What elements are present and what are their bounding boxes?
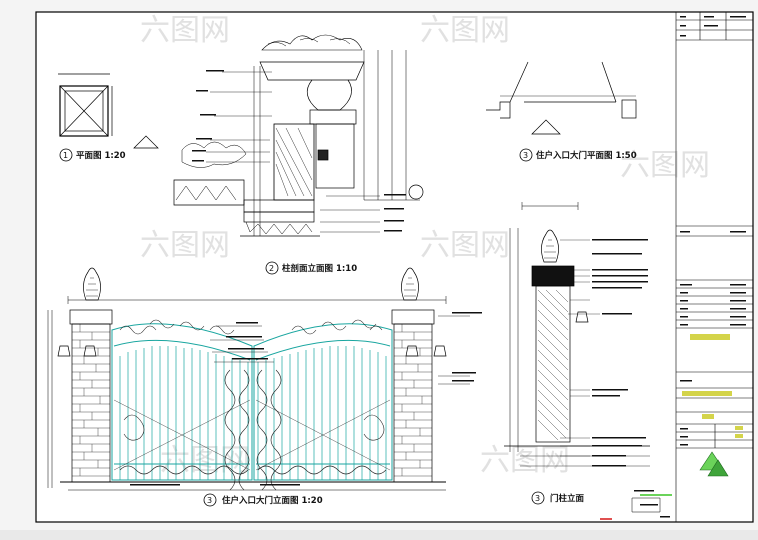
section-leader-text	[192, 70, 406, 232]
plan-title-text: 平面图 1:20	[76, 151, 126, 161]
gate-plan-detail	[486, 61, 637, 135]
watermark-text: 六图网	[420, 13, 510, 48]
column-title: 3 门柱立面	[531, 491, 585, 505]
gate-leader-text	[130, 312, 482, 486]
column-section-detail	[173, 34, 424, 237]
watermark-text: 六图网	[140, 228, 230, 263]
plan-title: 1 平面图 1:20	[59, 148, 126, 162]
gate-elevation-detail	[47, 267, 482, 491]
gate-elev-number: 3	[207, 496, 212, 505]
title-block-fills	[682, 334, 743, 438]
gate-leaves	[111, 323, 393, 481]
gate-plan-title-text: 住户入口大门平面图 1:50	[536, 150, 637, 161]
gate-leader-lines	[210, 315, 470, 385]
gate-elev-number-circle	[203, 493, 217, 507]
column-title-text: 门柱立面	[550, 493, 585, 504]
plan-detail	[58, 73, 159, 149]
column-green-highlights	[600, 494, 672, 520]
column-number: 3	[535, 494, 540, 503]
watermark-text: 六图网	[420, 228, 510, 263]
watermark-text: 六图网	[160, 443, 250, 478]
bottom-strip	[0, 530, 758, 540]
column-leader-text	[592, 239, 670, 518]
gate-elevation-title-text: 住户入口大门立面图 1:20	[222, 495, 323, 506]
gate-elevation-title: 3 住户入口大门立面图 1:20	[203, 493, 323, 507]
plan-number-circle	[59, 148, 73, 162]
column-elevation-detail	[504, 202, 661, 513]
title-block-text	[680, 16, 746, 446]
plan-number: 1	[63, 151, 68, 160]
section-title-text: 柱剖面立面图 1:10	[282, 263, 357, 274]
right-pillar	[391, 267, 447, 483]
section-number: 2	[269, 264, 274, 273]
gate-ornaments	[113, 319, 391, 491]
left-pillar	[57, 267, 113, 483]
section-number-circle	[265, 261, 279, 275]
gate-plan-number-circle	[519, 148, 533, 162]
title-block	[675, 11, 754, 523]
watermark-layer: 六图网 六图网 六图网 六图网 六图网 六图网 六图网	[140, 13, 710, 478]
gate-plan-number: 3	[523, 151, 528, 160]
gate-plan-title: 3 住户入口大门平面图 1:50	[519, 148, 637, 162]
sheet-border	[35, 11, 754, 523]
column-number-circle	[531, 491, 545, 505]
watermark-text: 六图网	[140, 13, 230, 48]
section-title: 2 柱剖面立面图 1:10	[265, 261, 357, 275]
watermark-text: 六图网	[480, 443, 570, 478]
watermark-text: 六图网	[620, 148, 710, 183]
title-block-logo	[699, 451, 729, 477]
